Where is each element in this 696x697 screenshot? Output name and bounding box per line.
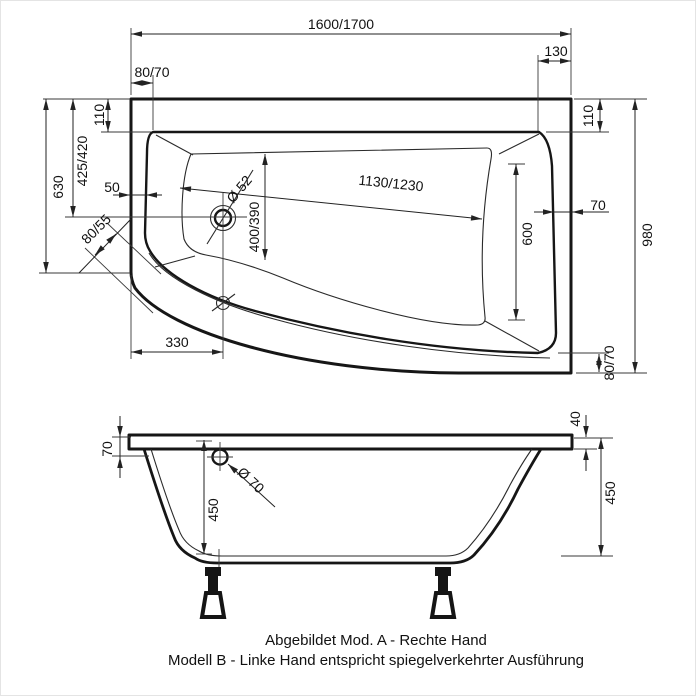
- dim-corner-width: 130: [544, 43, 568, 59]
- dim-width-left: 630: [50, 175, 66, 199]
- caption: Abgebildet Mod. A - Rechte Hand Modell B…: [56, 631, 696, 672]
- dim-drain-offset-left: 330: [165, 334, 189, 350]
- dim-width-right: 980: [639, 223, 655, 247]
- overflow-slash: [211, 293, 236, 312]
- dim-rim-right: 70: [590, 197, 606, 213]
- dim-inner-width-at-drain: 400/390: [246, 201, 262, 252]
- chamfer-bottom-right: [484, 320, 540, 352]
- caption-line-1: Abgebildet Mod. A - Rechte Hand: [265, 632, 487, 649]
- dim-rim-left: 80/70: [134, 64, 169, 80]
- dim-drain-offset-top: 425/420: [74, 135, 90, 186]
- dim-rim-height: 70: [99, 441, 115, 457]
- side-view: 70 Ø 70 450 40 450: [99, 411, 618, 619]
- plan-basin-opening: [143, 130, 558, 355]
- chamfer-bottom-left: [154, 255, 196, 268]
- dim-depth-right: 450: [602, 481, 618, 505]
- chamfer-top-right: [498, 133, 540, 155]
- dim-inner-width-right: 600: [519, 222, 535, 246]
- caption-line-2: Modell B - Linke Hand entspricht spiegel…: [167, 652, 585, 670]
- plan-corner-chamfers: [154, 133, 540, 352]
- plan-floor-contour: [181, 147, 493, 326]
- side-rim-slab: [127, 433, 574, 451]
- side-overflow-leader: [227, 463, 276, 508]
- plan-extension-lines: [39, 28, 647, 374]
- side-foot-right: [429, 567, 457, 619]
- dim-overall-length: 1600/1700: [308, 16, 374, 32]
- dim-depth-left: 450: [205, 498, 221, 522]
- plan-outer-outline: [129, 97, 573, 375]
- plan-deck-step-line: [148, 252, 551, 359]
- dim-overflow-diameter: Ø 70: [234, 464, 267, 497]
- plan-view: 1600/1700 130 80/70 110 425/420 630 50 Ø…: [39, 16, 655, 381]
- dim-rim-top-right: 110: [580, 105, 596, 128]
- side-body-inner-line: [150, 448, 533, 557]
- dim-rim-bottom-right: 80/70: [601, 345, 617, 380]
- plan-dimension-lines: [43, 31, 638, 373]
- dim-inner-diagonal: 1130/1230: [358, 172, 425, 195]
- side-foot-left: [199, 567, 227, 619]
- dim-rim-at-drain: 50: [104, 179, 120, 195]
- dim-rim-top-left: 110: [91, 104, 107, 127]
- dim-rim-thickness: 40: [567, 411, 583, 427]
- side-dimension-lines: [117, 415, 604, 556]
- chamfer-top-left: [155, 134, 194, 156]
- side-body-outline: [142, 448, 543, 565]
- dim-drain-diameter: Ø 52: [223, 172, 255, 206]
